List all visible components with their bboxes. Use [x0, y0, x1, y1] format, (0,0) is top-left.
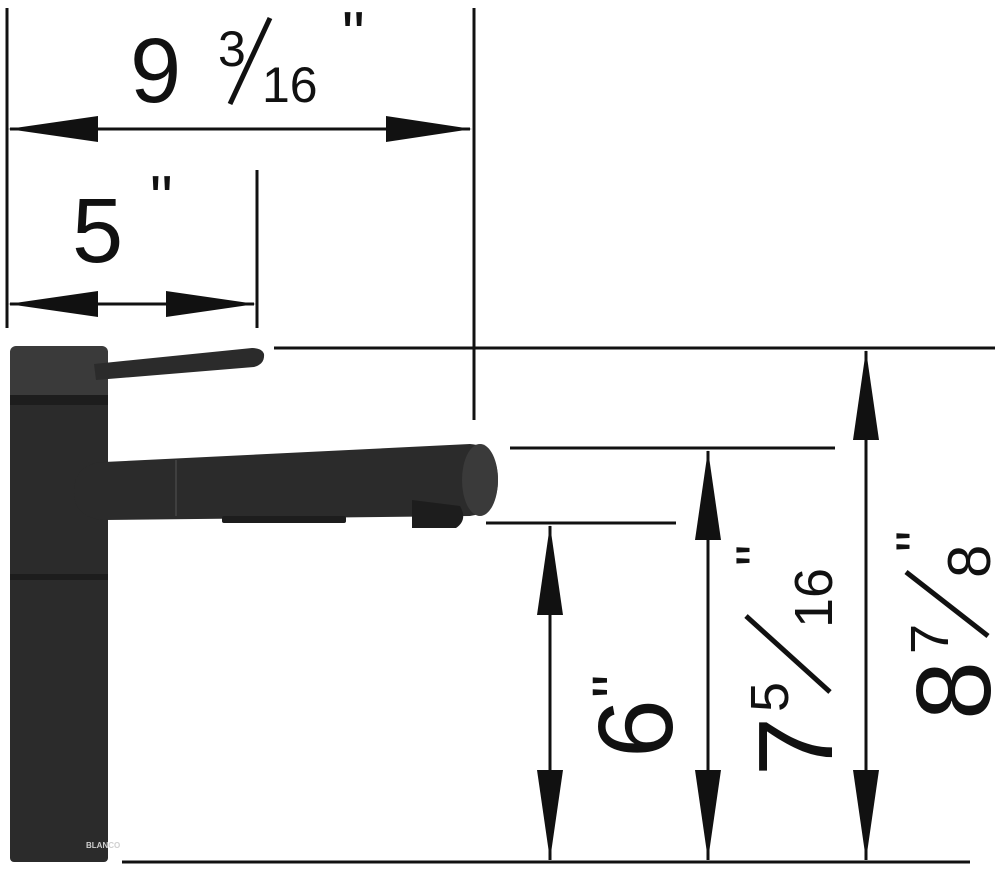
spout-clearance-dimension: 6 ": [537, 525, 695, 860]
overall-height-arrow-bottom: [853, 770, 879, 860]
clearance-arrow-bottom: [537, 770, 563, 860]
reach-numerator-label: 3: [218, 21, 246, 77]
sprayhead-outlet: [412, 500, 464, 528]
reach-arrow-left: [8, 116, 98, 142]
spout-height-whole-label: 7: [737, 717, 855, 776]
clearance-unit-label: ": [578, 675, 652, 698]
faucet-illustration: BLANCO: [10, 346, 498, 862]
lever-handle: [94, 348, 265, 380]
faucet-cap: [10, 346, 108, 402]
spout-height-denominator-label: 16: [784, 568, 844, 628]
clearance-arrow-top: [537, 525, 563, 615]
overall-height-numerator-label: 7: [900, 624, 960, 654]
clearance-whole-label: 6: [577, 699, 695, 758]
brand-logo: BLANCO: [86, 841, 120, 850]
base-arrow-right: [166, 291, 256, 317]
overall-height-arrow-top: [853, 350, 879, 440]
overall-height-unit-label: ": [884, 531, 951, 552]
reach-arrow-right: [386, 116, 472, 142]
spout-height-arrow-bottom: [695, 770, 721, 860]
overall-height-denominator-label: 8: [936, 545, 1000, 578]
overall-reach-dimension: 9 3 16 ": [5, 0, 476, 420]
reach-denominator-label: 16: [262, 57, 318, 113]
base-unit-label: ": [150, 162, 173, 234]
overall-height-whole-label: 8: [895, 661, 1000, 720]
overall-height-dimension: 8 7 8 ": [853, 350, 1000, 860]
spout-end-cap: [462, 444, 498, 516]
pull-out-spout: [74, 444, 498, 520]
spout-height-unit-label: ": [724, 545, 791, 566]
spout-height-arrow-top: [695, 450, 721, 540]
reach-unit-label: ": [342, 0, 365, 70]
faucet-body: [10, 398, 108, 862]
faucet-cap-seam: [10, 395, 108, 405]
base-whole-label: 5: [72, 180, 123, 282]
spray-button: [222, 516, 346, 523]
reach-whole-label: 9: [130, 20, 181, 122]
spout-height-numerator-label: 5: [740, 682, 800, 712]
reach-fraction-slash: [227, 16, 273, 106]
spout-height-dimension: 7 5 16 ": [695, 450, 855, 860]
spout-height-fraction-slash: [744, 614, 832, 694]
base-reach-dimension: 5 ": [8, 162, 259, 328]
base-arrow-left: [8, 291, 98, 317]
overall-height-fraction-slash: [904, 570, 990, 638]
faucet-body-seam: [10, 574, 108, 580]
